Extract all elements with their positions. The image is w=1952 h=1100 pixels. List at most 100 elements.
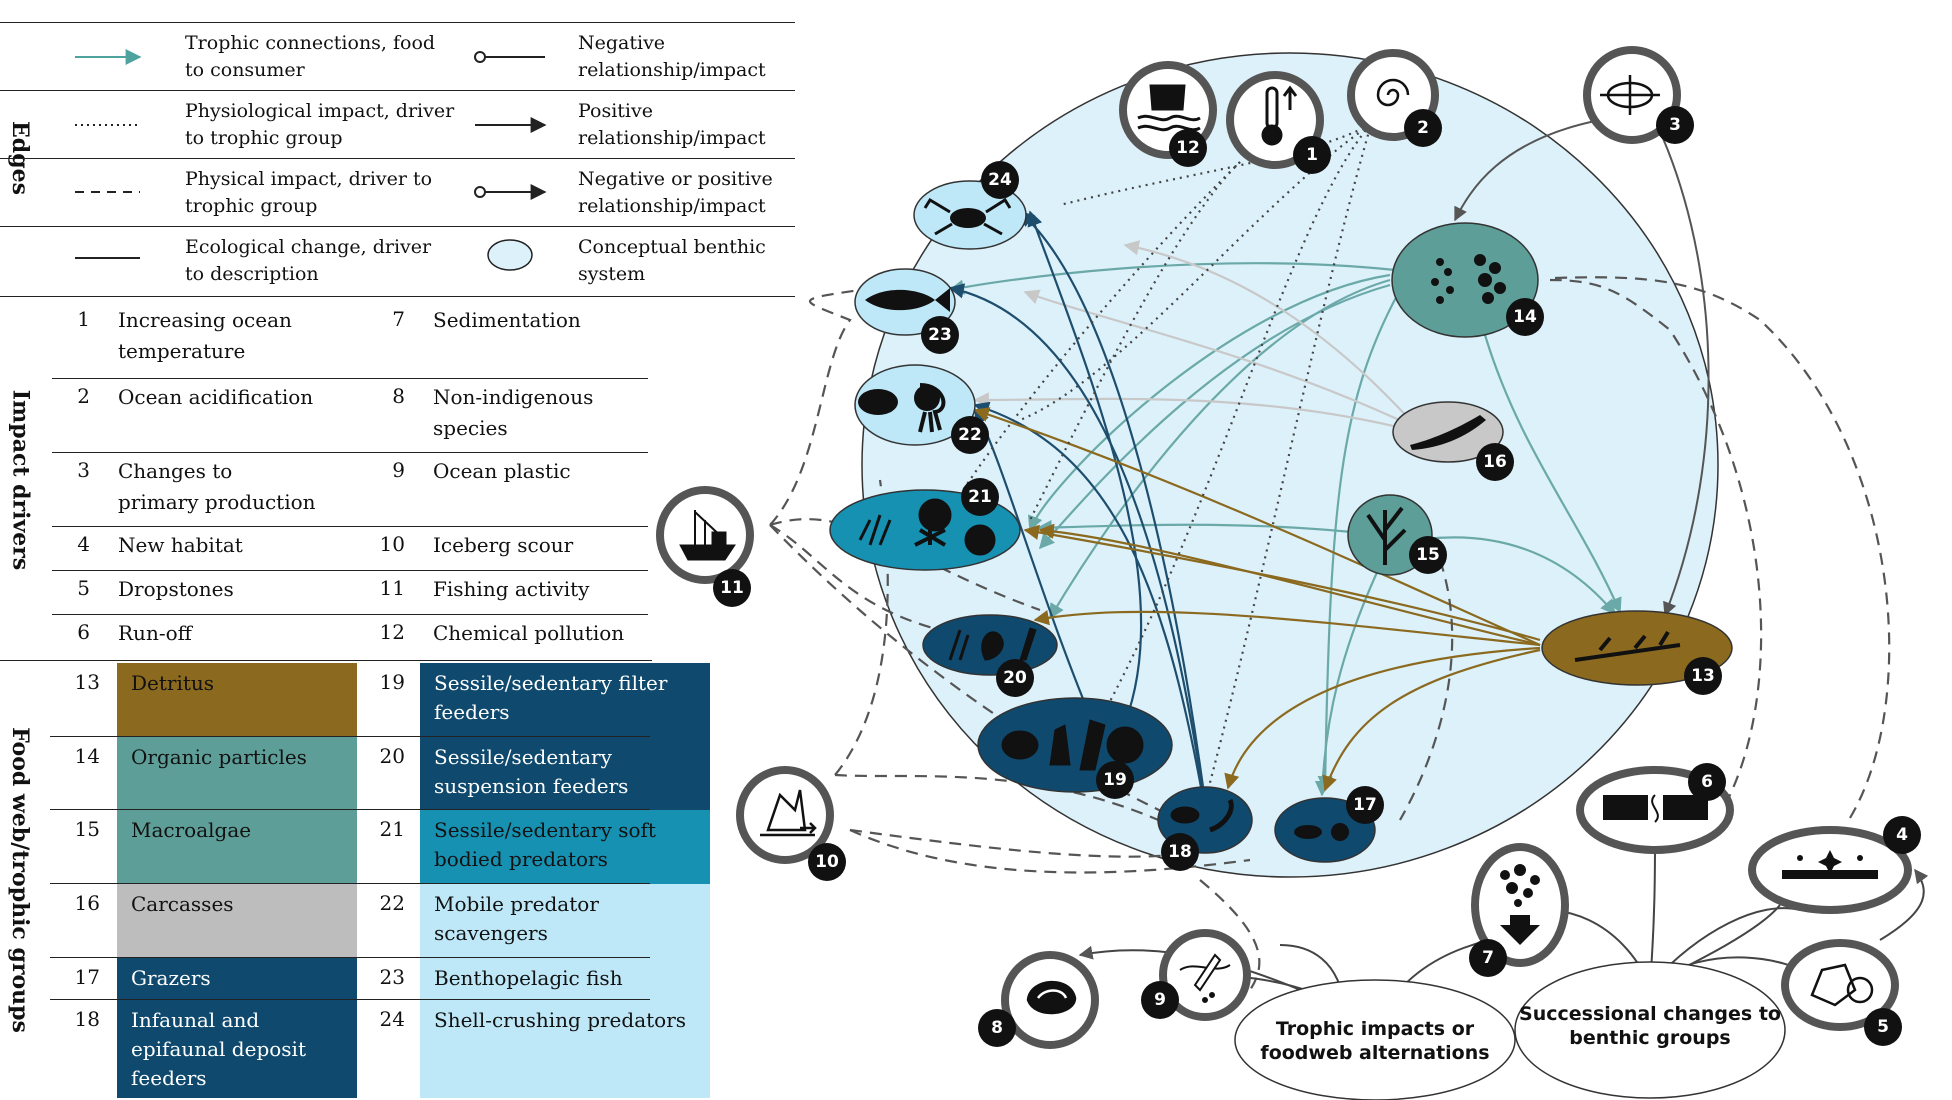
node-12[interactable]: 12 bbox=[1119, 61, 1217, 167]
legend-ecological-text: Ecological change, driver to description bbox=[185, 236, 432, 285]
node-8[interactable]: 8 bbox=[978, 951, 1099, 1049]
node-3[interactable]: 3 bbox=[1583, 46, 1694, 144]
group-cell: Grazers bbox=[117, 958, 357, 1000]
node-23[interactable]: 23 bbox=[854, 268, 959, 354]
fish-icon bbox=[865, 288, 950, 312]
rule bbox=[52, 378, 648, 379]
group-number: 22 bbox=[379, 891, 405, 915]
rule bbox=[50, 736, 650, 737]
node-6[interactable]: 6 bbox=[1576, 763, 1734, 854]
node-10[interactable]: 10 bbox=[736, 766, 846, 881]
suspension-feeder-icon bbox=[948, 627, 1037, 661]
group-cell: Shell-crushing predators bbox=[420, 1000, 710, 1098]
group-number: 15 bbox=[74, 817, 100, 841]
rule bbox=[0, 296, 795, 297]
group-number: 16 bbox=[74, 891, 100, 915]
node-18[interactable]: 18 bbox=[1157, 786, 1253, 871]
macroalgae-icon bbox=[1366, 506, 1407, 565]
node-7[interactable]: 7 bbox=[1469, 843, 1569, 977]
driver-number: 4 bbox=[77, 532, 90, 556]
svg-text:16: 16 bbox=[1483, 452, 1507, 472]
driver-number: 9 bbox=[392, 458, 405, 482]
group-cell: Benthopelagic fish bbox=[420, 958, 710, 1000]
legend-trophic-text: Trophic connections, food to consumer bbox=[185, 32, 436, 81]
group-cell: Sessile/sedentary soft bodied predators bbox=[420, 810, 710, 884]
rule bbox=[0, 226, 795, 227]
legend-physiological-text: Physiological impact, driver to trophic … bbox=[185, 100, 455, 149]
driver-label: Dropstones bbox=[118, 577, 234, 601]
primary-production-icon bbox=[1600, 75, 1660, 115]
legend-system-text: Conceptual benthic system bbox=[578, 236, 766, 285]
svg-text:3: 3 bbox=[1669, 115, 1681, 135]
thermometer-icon bbox=[1261, 85, 1298, 146]
driver-number: 5 bbox=[77, 576, 90, 600]
driver-label: Iceberg scour bbox=[433, 533, 574, 557]
group-cell: Mobile predator scavengers bbox=[420, 884, 710, 958]
deposit-feeder-icon bbox=[1170, 798, 1234, 833]
rule bbox=[52, 526, 648, 527]
physiological-edges bbox=[949, 124, 1372, 821]
svg-text:13: 13 bbox=[1691, 666, 1715, 686]
filter-feeder-icon bbox=[1001, 719, 1144, 771]
rule bbox=[52, 614, 648, 615]
driver-solid-edges bbox=[1454, 109, 1710, 617]
carcass-icon bbox=[1410, 415, 1486, 450]
node-17[interactable]: 17 bbox=[1274, 786, 1384, 863]
driver-label: Ocean acidification bbox=[118, 385, 314, 409]
fishing-vessel-icon bbox=[679, 510, 736, 561]
node-15[interactable]: 15 bbox=[1347, 494, 1447, 576]
node-24[interactable]: 24 bbox=[913, 161, 1027, 250]
mobile-scavenger-icon bbox=[858, 383, 946, 433]
driver-number: 3 bbox=[77, 458, 90, 482]
crab-icon bbox=[923, 197, 1012, 236]
soft-bodied-predator-icon bbox=[858, 498, 996, 556]
group-number: 23 bbox=[379, 965, 405, 989]
driver-label: Non-indigenous species bbox=[433, 385, 594, 440]
node-21[interactable]: 21 bbox=[829, 478, 1021, 571]
legend-system-ellipse bbox=[487, 239, 533, 271]
svg-text:9: 9 bbox=[1154, 990, 1166, 1010]
svg-text:7: 7 bbox=[1482, 948, 1494, 968]
node-14[interactable]: 14 bbox=[1391, 222, 1544, 338]
trophic-impacts-bubble bbox=[1234, 979, 1516, 1100]
node-1[interactable]: 1 bbox=[1226, 71, 1331, 174]
node-16[interactable]: 16 bbox=[1392, 401, 1514, 481]
legend-positive-text: Positive relationship/impact bbox=[578, 100, 766, 149]
organic-particles-icon bbox=[1431, 254, 1506, 304]
trophic-edges bbox=[948, 210, 1622, 841]
rule bbox=[0, 660, 652, 661]
rule bbox=[0, 90, 795, 91]
node-5[interactable]: 5 bbox=[1781, 939, 1902, 1046]
successional-changes-bubble bbox=[1514, 961, 1786, 1099]
legend-neg-or-pos-text: Negative or positive relationship/impact bbox=[578, 168, 773, 217]
driver-number: 7 bbox=[392, 307, 405, 331]
svg-text:2: 2 bbox=[1417, 118, 1429, 138]
group-cell: Macroalgae bbox=[117, 810, 357, 884]
svg-text:1: 1 bbox=[1306, 145, 1318, 165]
svg-text:12: 12 bbox=[1176, 138, 1200, 158]
acidification-shell-icon bbox=[1376, 78, 1410, 107]
driver-label: Ocean plastic bbox=[433, 459, 571, 483]
group-cell: Sessile/sedentary filter feeders bbox=[420, 663, 710, 737]
node-11[interactable]: 11 bbox=[656, 486, 754, 607]
node-9[interactable]: 9 bbox=[1141, 929, 1251, 1021]
svg-text:22: 22 bbox=[958, 425, 982, 445]
node-4[interactable]: 4 bbox=[1748, 816, 1921, 914]
rule bbox=[0, 158, 795, 159]
node-20[interactable]: 20 bbox=[922, 614, 1058, 697]
group-number: 18 bbox=[74, 1007, 100, 1031]
node-22[interactable]: 22 bbox=[854, 364, 989, 454]
svg-text:23: 23 bbox=[928, 325, 952, 345]
detritus-icon bbox=[1574, 630, 1681, 662]
group-cell: Sessile/sedentary suspension feeders bbox=[420, 737, 710, 810]
chemical-pollution-icon bbox=[1137, 84, 1201, 132]
driver-label: Sedimentation bbox=[433, 308, 581, 332]
node-2[interactable]: 2 bbox=[1347, 49, 1442, 147]
node-19[interactable]: 19 bbox=[977, 697, 1173, 799]
svg-text:10: 10 bbox=[815, 852, 839, 872]
legend-physical-text: Physical impact, driver to trophic group bbox=[185, 168, 433, 217]
node-13[interactable]: 13 bbox=[1541, 610, 1733, 695]
non-indigenous-mussel-icon bbox=[1026, 980, 1077, 1015]
